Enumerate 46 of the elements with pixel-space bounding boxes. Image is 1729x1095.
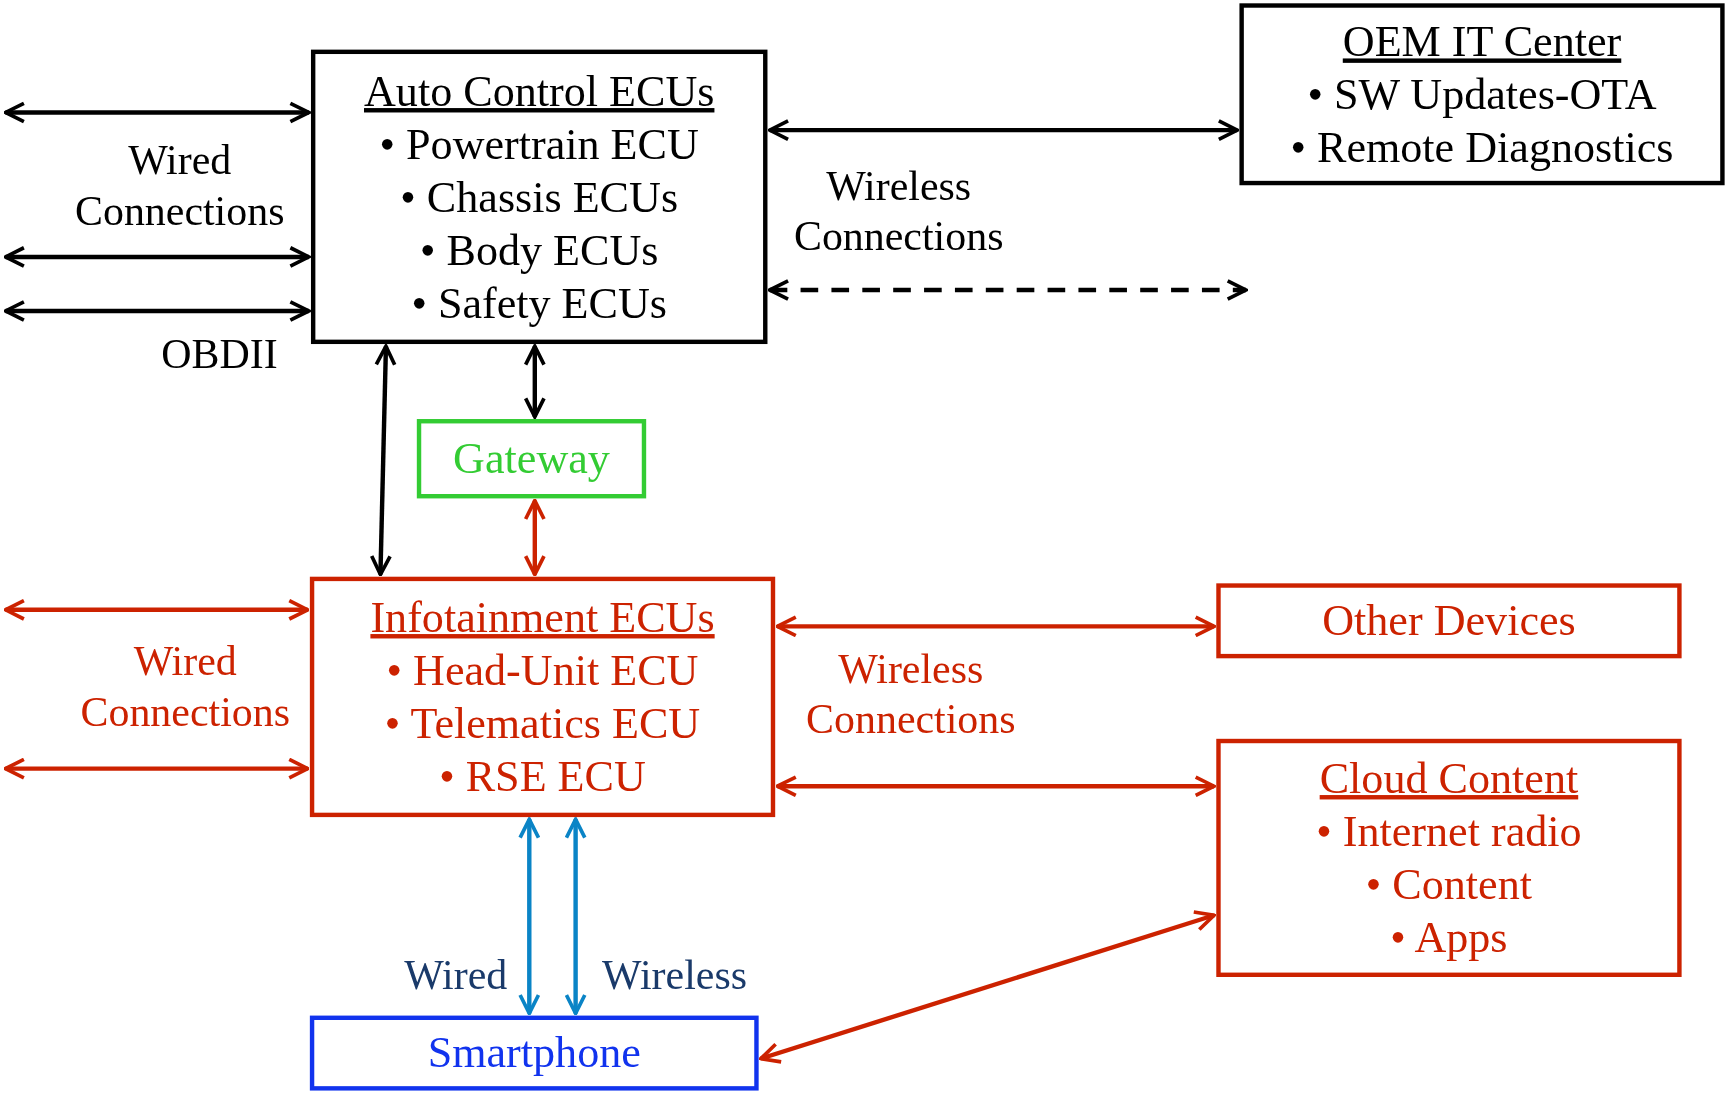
process-box [1216, 583, 1682, 659]
double-arrow [759, 910, 1216, 1064]
process-box [1216, 738, 1682, 977]
bullet-item: • Powertrain ECU [379, 117, 699, 171]
box-heading: OEM IT Center [1342, 15, 1622, 68]
bullet-item: • Telematics ECU [384, 697, 701, 750]
double-arrow [775, 775, 1216, 798]
double-arrow [523, 498, 546, 577]
process-box [309, 576, 776, 818]
bullet-item: • Apps [1390, 910, 1508, 964]
bullet-item: • RSE ECU [439, 749, 646, 803]
bullet-item: • Body ECUs [420, 223, 659, 276]
connection-label: Wired Connections [74, 135, 286, 236]
box-heading: Auto Control ECUs [364, 64, 715, 118]
bullet-item: • Content [1365, 858, 1532, 911]
process-box [309, 1015, 759, 1091]
bullet-item: • Safety ECUs [411, 276, 667, 329]
double-arrow [767, 119, 1240, 142]
double-arrow [518, 817, 541, 1016]
process-box [1239, 3, 1725, 186]
connection-label: Wireless Connections [805, 644, 1017, 745]
connection-label: OBDII [160, 329, 279, 380]
double-arrow [775, 615, 1216, 638]
box-text: Other Devices [1322, 594, 1576, 648]
double-arrow [3, 598, 310, 621]
double-arrow [523, 344, 546, 419]
box-text: Smartphone [427, 1026, 641, 1080]
box-text: Gateway [453, 432, 610, 485]
bullet-item: • SW Updates-OTA [1307, 67, 1657, 121]
bullet-item: • Internet radio [1316, 805, 1582, 858]
connection-label: Wired Connections [79, 636, 291, 737]
bullet-item: • Chassis ECUs [400, 170, 679, 224]
process-box [310, 49, 768, 345]
bullet-item: • Head-Unit ECU [386, 644, 699, 697]
box-heading: Infotainment ECUs [370, 591, 715, 644]
double-arrow [564, 817, 587, 1016]
double-arrow [767, 279, 1248, 302]
process-box [416, 419, 647, 499]
double-arrow [3, 299, 311, 322]
bullet-item: • Remote Diagnostics [1290, 120, 1674, 174]
double-arrow [3, 245, 311, 268]
double-arrow [3, 101, 311, 124]
double-arrow [369, 344, 397, 577]
connection-label: Wireless Connections [792, 161, 1005, 262]
double-arrow [3, 757, 310, 780]
box-heading: Cloud Content [1319, 752, 1579, 805]
